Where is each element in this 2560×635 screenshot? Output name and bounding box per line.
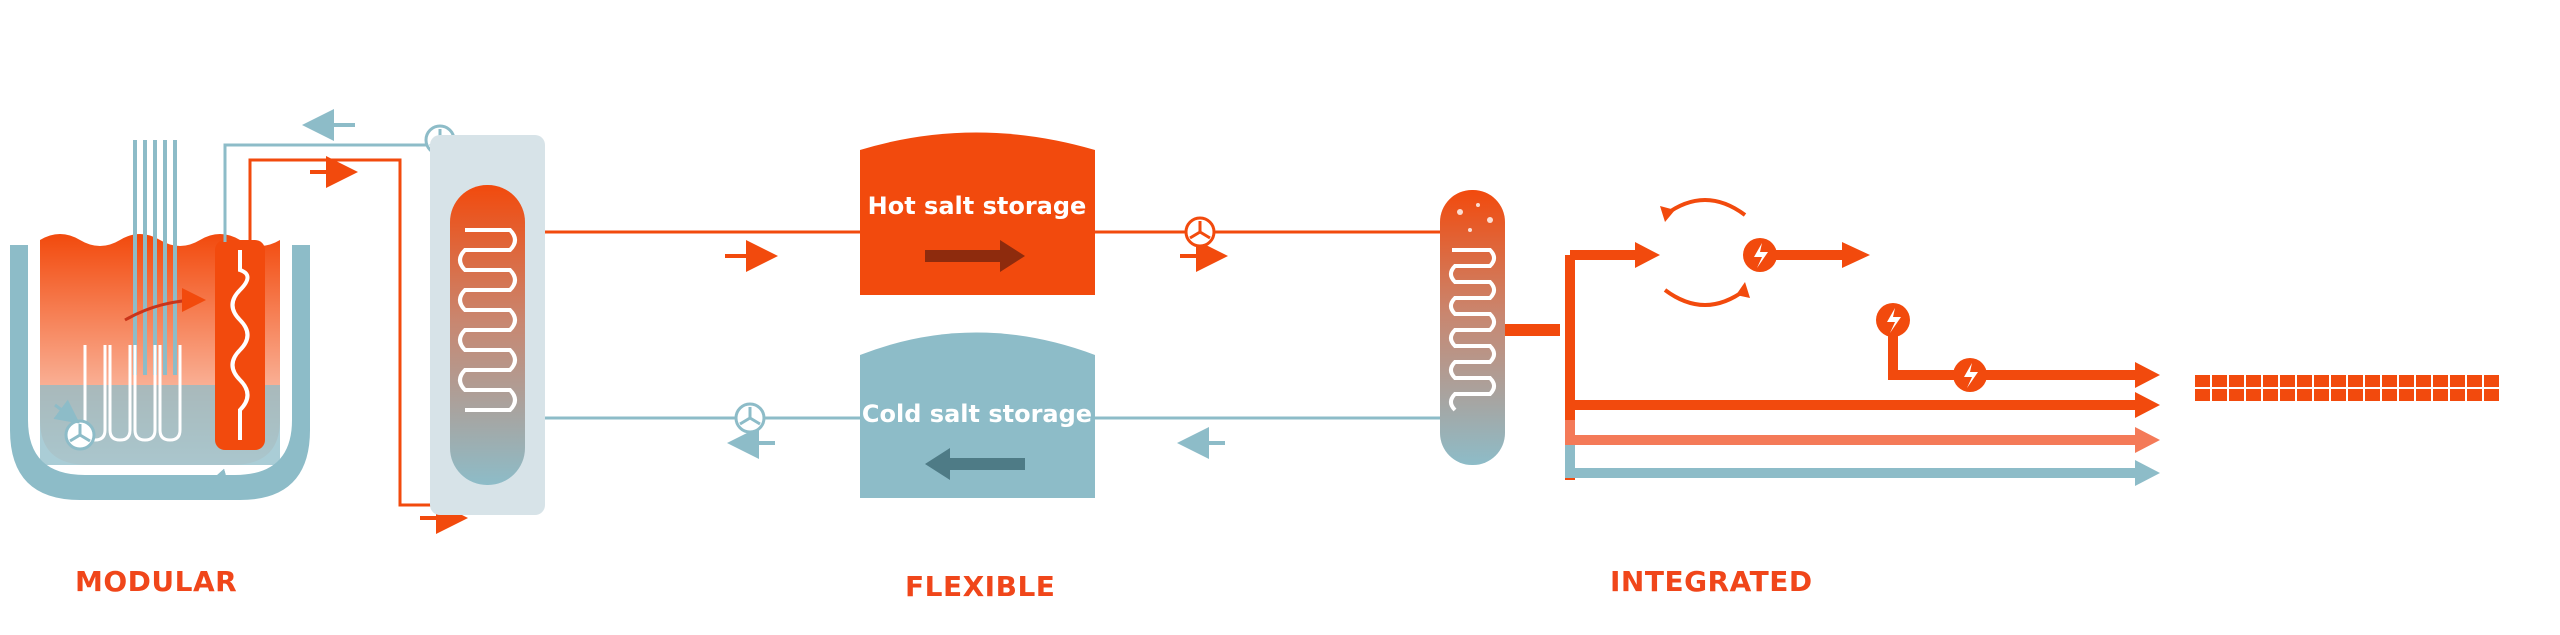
hot-supply-line (248, 158, 465, 507)
internal-hx-coil (230, 250, 250, 440)
cold-tank-body (860, 332, 1095, 498)
lightning-icon (1743, 238, 1777, 272)
internal-flow-arrow (124, 288, 206, 322)
energy-distribution (1505, 198, 2160, 486)
caption-modular: MODULAR (75, 565, 238, 598)
cycle-arrow-bottom (1663, 288, 1747, 307)
arrow-icon (2135, 460, 2160, 486)
arrow-icon (2135, 392, 2160, 418)
steam-generator-coil (1449, 248, 1496, 412)
internal-heat-exchanger (215, 240, 265, 450)
cycle-arrow-top (1663, 198, 1747, 217)
cold-tank-arrow (925, 448, 1025, 480)
grid-block-array (2195, 375, 2499, 401)
output-line-warm (1565, 420, 2140, 445)
steam-bubbles (1457, 203, 1493, 232)
storage-loop (545, 230, 1440, 459)
caption-flexible: FLEXIBLE (905, 570, 1056, 603)
pump-icon (1184, 216, 1216, 248)
hot-tank-arrow (925, 240, 1025, 272)
output-line-cold (1565, 445, 2140, 478)
hx-coil (458, 228, 517, 412)
reactor-module (10, 140, 310, 500)
hot-salt-tank: Hot salt storage (860, 132, 1095, 295)
caption-integrated: INTEGRATED (1610, 565, 1813, 598)
primary-heat-exchanger (430, 135, 545, 515)
reactor-vessel (10, 245, 310, 500)
cold-tank-label: Cold salt storage (862, 400, 1092, 428)
cold-salt-tank: Cold salt storage (860, 332, 1095, 498)
pump-icon (64, 419, 96, 451)
power-branch-2 (1888, 325, 2140, 380)
lightning-icon (1876, 303, 1910, 337)
pump-icon (734, 402, 766, 434)
arrow-icon (2135, 427, 2160, 453)
arrow-icon (1660, 206, 1675, 222)
lightning-icon (1953, 358, 1987, 392)
flow-arrow-cold-left (53, 399, 80, 424)
arrow-icon (1736, 282, 1750, 298)
flow-arrow-cold-right (204, 468, 236, 492)
arrow-icon (1635, 242, 1660, 268)
steam-generator-vessel (1440, 190, 1505, 465)
hot-tank-label: Hot salt storage (868, 192, 1087, 220)
arrow-icon (1842, 242, 1870, 268)
hot-tank-body (860, 132, 1095, 295)
arrow-icon (2135, 362, 2160, 388)
steam-generator (1440, 190, 1505, 465)
control-rods (133, 140, 177, 375)
